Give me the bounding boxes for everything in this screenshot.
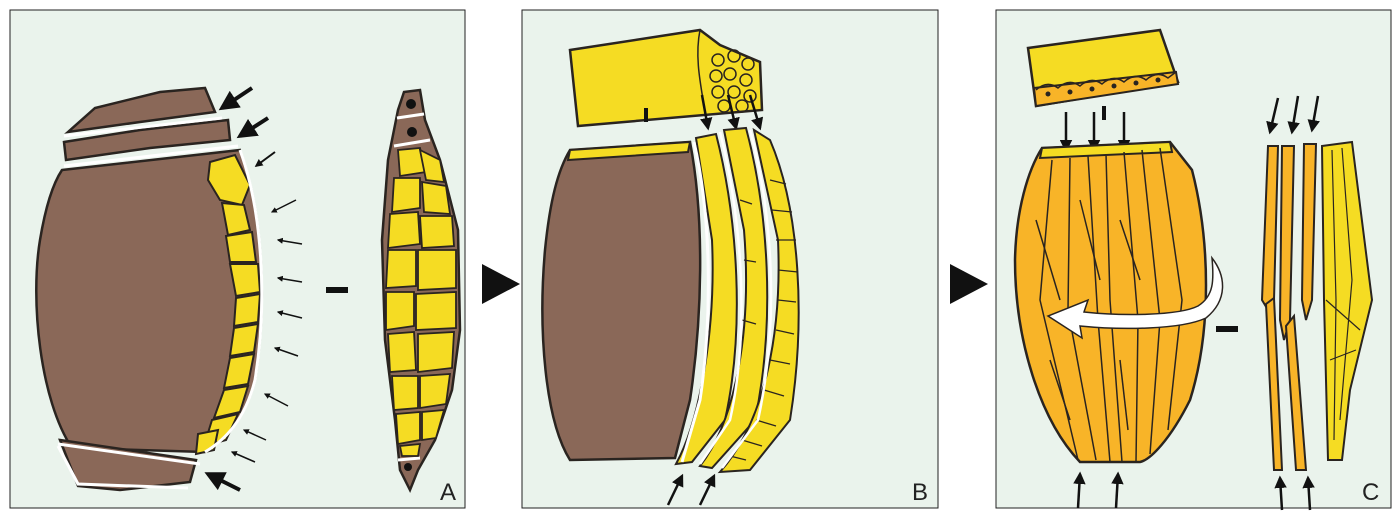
scale-bar-icon bbox=[644, 108, 648, 122]
panel-label-a: A bbox=[440, 479, 456, 506]
panel-b: B bbox=[522, 10, 938, 508]
yellow-cell bbox=[234, 294, 260, 326]
scale-bar-icon bbox=[1102, 106, 1106, 120]
play-triangle-icon bbox=[482, 264, 520, 304]
panel-c: C bbox=[996, 10, 1391, 510]
seed-body bbox=[542, 142, 700, 460]
yellow-cell bbox=[230, 324, 258, 356]
yellow-cell bbox=[386, 292, 414, 330]
yellow-cell bbox=[422, 182, 450, 214]
yellow-cell bbox=[388, 332, 416, 372]
panel-label-b: B bbox=[912, 479, 928, 506]
pore-icon bbox=[406, 99, 416, 109]
yellow-cell bbox=[386, 250, 416, 288]
scale-bar-icon bbox=[1216, 326, 1238, 332]
yellow-cell bbox=[392, 376, 418, 410]
yellow-cell bbox=[230, 264, 260, 296]
yellow-cell bbox=[418, 250, 456, 290]
pore-icon bbox=[407, 127, 417, 137]
panel-a: A bbox=[10, 10, 465, 508]
crack-highlight bbox=[398, 458, 420, 460]
yellow-cell bbox=[420, 374, 450, 408]
yellow-cell bbox=[396, 412, 420, 444]
scale-bar-icon bbox=[326, 287, 348, 293]
yellow-cell bbox=[392, 178, 420, 212]
yellow-cell bbox=[226, 232, 256, 262]
yellow-cell bbox=[388, 212, 420, 248]
yellow-cell bbox=[418, 332, 454, 372]
yellow-cell bbox=[400, 444, 420, 456]
panel-label-c: C bbox=[1362, 479, 1379, 506]
pore-icon bbox=[404, 463, 412, 471]
yellow-cell bbox=[416, 292, 456, 330]
yellow-cell bbox=[420, 216, 454, 248]
play-triangle-icon bbox=[950, 264, 988, 304]
